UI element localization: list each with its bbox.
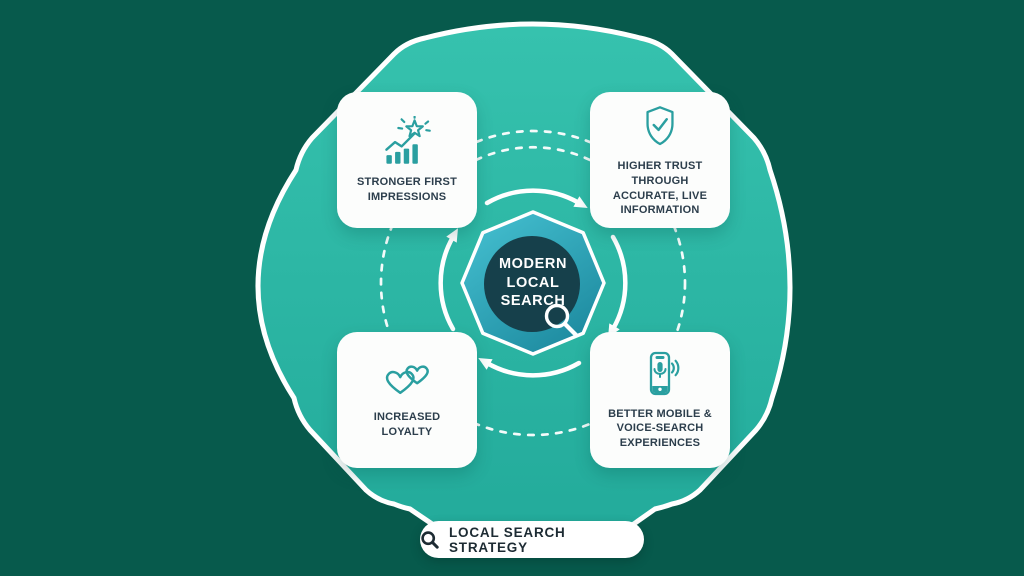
dashed-orbit-inner-arc xyxy=(474,145,592,162)
local-search-strategy-pill: LOCAL SEARCH STRATEGY xyxy=(420,521,644,558)
cycle-arrows xyxy=(438,188,628,378)
card-label: STRONGER FIRST IMPRESSIONS xyxy=(357,175,457,203)
dashed-orbit-circles xyxy=(379,129,687,437)
card-mobile-voice: BETTER MOBILE & VOICE-SEARCH EXPERIENCES xyxy=(590,332,730,468)
card-loyalty: INCREASED LOYALTY xyxy=(337,332,477,468)
search-icon xyxy=(544,303,579,338)
pill-label: LOCAL SEARCH STRATEGY xyxy=(449,524,566,555)
phone-voice-search-icon xyxy=(636,350,684,398)
star-growth-chart-icon xyxy=(381,115,433,166)
double-hearts-icon xyxy=(380,361,434,401)
cycle-arrow-right xyxy=(610,234,628,332)
cycle-arrow-bottom xyxy=(484,360,582,378)
card-label: HIGHER TRUST THROUGH ACCURATE, LIVE INFO… xyxy=(612,160,708,217)
arrowhead-left xyxy=(446,228,458,243)
arrowhead-top xyxy=(573,196,588,208)
card-first-impressions: STRONGER FIRST IMPRESSIONS xyxy=(337,92,477,228)
card-label: BETTER MOBILE & VOICE-SEARCH EXPERIENCES xyxy=(608,407,712,449)
cycle-arrow-top xyxy=(484,188,582,206)
center-hub xyxy=(460,210,606,356)
hub-title: MODERN LOCAL SEARCH xyxy=(498,255,568,310)
hub-circle xyxy=(484,236,580,332)
shield-check-icon xyxy=(637,102,683,150)
card-label: INCREASED LOYALTY xyxy=(373,410,441,438)
search-icon xyxy=(420,530,440,550)
dashed-orbit-outer xyxy=(379,129,687,437)
arrowhead-bottom xyxy=(478,358,493,370)
cycle-arrow-left xyxy=(438,234,456,332)
card-trust: HIGHER TRUST THROUGH ACCURATE, LIVE INFO… xyxy=(590,92,730,228)
